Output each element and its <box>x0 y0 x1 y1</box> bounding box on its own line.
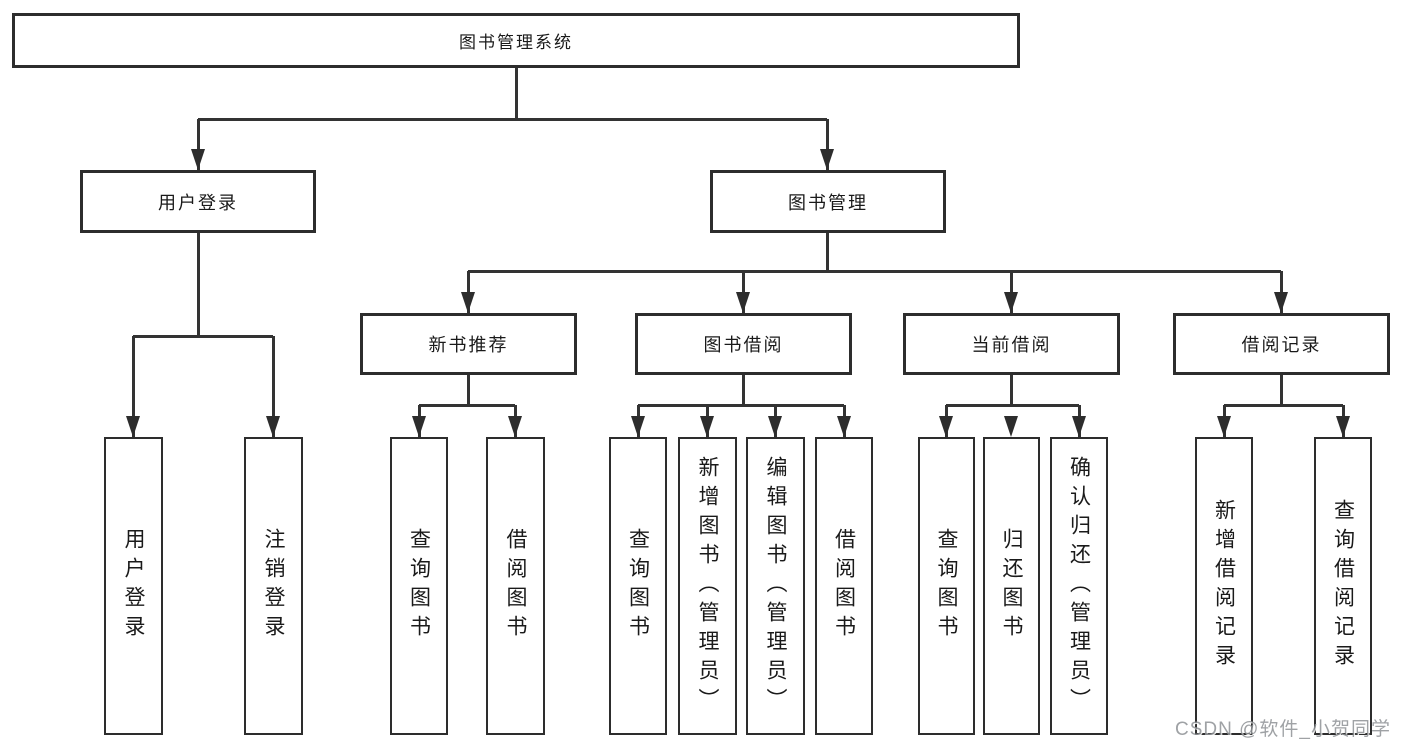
arrowhead-icon <box>1004 416 1018 437</box>
connector-line-vertical <box>514 68 518 121</box>
node-leaf-return-books-label: 归还图书 <box>1000 528 1023 644</box>
arrowhead-icon <box>1072 416 1086 437</box>
connector-line-horizontal <box>638 403 844 407</box>
node-leaf-query-borrow-record-label: 查询借阅记录 <box>1331 499 1355 673</box>
node-user-login: 用户登录 <box>80 170 316 233</box>
arrowhead-icon <box>1217 416 1231 437</box>
arrowhead-icon <box>1336 416 1350 437</box>
connector-line-vertical <box>825 233 829 271</box>
arrowhead-icon <box>1274 292 1288 313</box>
connector-line-vertical <box>196 119 200 170</box>
node-book-management-label: 图书管理 <box>788 192 868 213</box>
node-leaf-edit-books-admin-label: 编辑图书（管理员） <box>764 455 787 717</box>
arrowhead-icon <box>939 416 953 437</box>
arrowhead-icon <box>191 149 205 170</box>
node-leaf-query-borrow-record: 查询借阅记录 <box>1314 437 1372 735</box>
node-leaf-confirm-return-admin: 确认归还（管理员） <box>1050 437 1108 735</box>
node-leaf-query-books-1-label: 查询图书 <box>407 528 431 644</box>
node-leaf-query-books-1: 查询图书 <box>390 437 448 735</box>
node-book-management: 图书管理 <box>710 170 946 233</box>
node-leaf-query-books-2: 查询图书 <box>609 437 667 735</box>
node-leaf-add-books-admin-label: 新增图书（管理员） <box>696 455 719 717</box>
node-library-management-system-label: 图书管理系统 <box>459 33 573 52</box>
node-leaf-borrow-books-1: 借阅图书 <box>486 437 545 735</box>
arrowhead-icon <box>508 416 522 437</box>
node-user-login-label: 用户登录 <box>158 192 238 213</box>
connector-line-horizontal <box>133 334 273 338</box>
node-new-book-recommend: 新书推荐 <box>360 313 577 375</box>
node-leaf-borrow-books-2-label: 借阅图书 <box>832 528 856 644</box>
node-borrowing-records: 借阅记录 <box>1173 313 1390 375</box>
node-leaf-borrow-books-2: 借阅图书 <box>815 437 873 735</box>
arrowhead-icon <box>631 416 645 437</box>
connector-line-vertical <box>1009 375 1013 405</box>
node-leaf-confirm-return-admin-label: 确认归还（管理员） <box>1067 455 1091 717</box>
arrowhead-icon <box>768 416 782 437</box>
node-leaf-add-borrow-record-label: 新增借阅记录 <box>1212 499 1236 673</box>
node-leaf-query-books-2-label: 查询图书 <box>626 528 650 644</box>
node-leaf-user-login-label: 用户登录 <box>122 528 145 644</box>
node-borrowing-records-label: 借阅记录 <box>1241 335 1322 355</box>
node-leaf-edit-books-admin: 编辑图书（管理员） <box>746 437 805 735</box>
node-leaf-return-books: 归还图书 <box>983 437 1040 735</box>
node-leaf-add-borrow-record: 新增借阅记录 <box>1195 437 1253 735</box>
arrowhead-icon <box>126 416 140 437</box>
connector-line-vertical <box>741 375 745 405</box>
connector-line-vertical <box>196 233 200 336</box>
arrowhead-icon <box>736 292 750 313</box>
node-leaf-query-books-3-label: 查询图书 <box>935 528 958 644</box>
connector-line-vertical <box>825 119 829 170</box>
arrowhead-icon <box>700 416 714 437</box>
connector-line-horizontal <box>1224 403 1343 407</box>
node-leaf-borrow-books-1-label: 借阅图书 <box>504 528 527 644</box>
node-current-borrowing-label: 当前借阅 <box>971 335 1052 355</box>
arrowhead-icon <box>412 416 426 437</box>
node-leaf-logout-label: 注销登录 <box>262 528 285 644</box>
node-book-borrowing-label: 图书借阅 <box>703 335 784 355</box>
arrowhead-icon <box>461 292 475 313</box>
node-library-management-system: 图书管理系统 <box>12 13 1020 68</box>
connector-line-horizontal <box>419 403 515 407</box>
node-leaf-user-login: 用户登录 <box>104 437 163 735</box>
connector-line-horizontal <box>468 269 1281 273</box>
connector-line-vertical <box>131 336 135 437</box>
arrowhead-icon <box>820 149 834 170</box>
node-leaf-logout: 注销登录 <box>244 437 303 735</box>
node-new-book-recommend-label: 新书推荐 <box>428 335 509 355</box>
connector-line-vertical <box>1279 375 1283 405</box>
connector-line-vertical <box>466 375 470 405</box>
node-leaf-query-books-3: 查询图书 <box>918 437 975 735</box>
connector-line-vertical <box>271 336 275 437</box>
connector-line-horizontal <box>946 403 1079 407</box>
node-current-borrowing: 当前借阅 <box>903 313 1120 375</box>
arrowhead-icon <box>837 416 851 437</box>
node-leaf-add-books-admin: 新增图书（管理员） <box>678 437 737 735</box>
csdn-watermark: CSDN @软件_小贺同学 <box>1175 719 1391 740</box>
connector-line-horizontal <box>198 117 827 121</box>
arrowhead-icon <box>1004 292 1018 313</box>
arrowhead-icon <box>266 416 280 437</box>
node-book-borrowing: 图书借阅 <box>635 313 852 375</box>
